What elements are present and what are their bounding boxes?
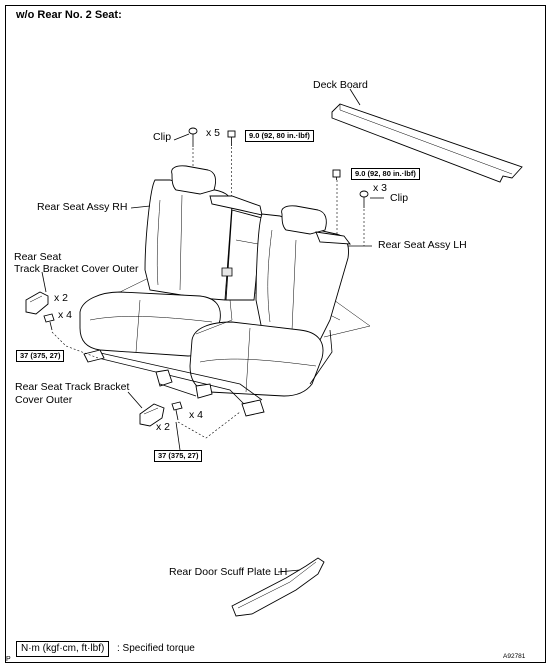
upper-track-cover-parts (25, 271, 99, 359)
seat-cushions-illustration (79, 291, 324, 397)
clip-label-top: Clip (153, 131, 172, 143)
torque-spec-bottom: 37 (375, 27) (154, 450, 203, 462)
rear-seat-lh-label: Rear Seat Assy LH (378, 239, 467, 251)
figure-title: w/o Rear No. 2 Seat: (16, 9, 122, 21)
label-leaders (130, 133, 384, 247)
clip-qty-right: x 3 (373, 182, 388, 194)
torque-spec-right: 9.0 (92, 80 in.·lbf) (351, 168, 420, 180)
figure-frame (5, 5, 546, 663)
track-cover-lower-label-line2: Cover Outer (15, 394, 73, 406)
torque-legend-text: : Specified torque (117, 643, 195, 654)
track-cover-upper-label-line1: Rear Seat (14, 251, 62, 263)
deck-board-illustration (331, 88, 523, 183)
scuff-plate-label: Rear Door Scuff Plate LH (169, 566, 288, 578)
track-cover-lower-label-line1: Rear Seat Track Bracket (15, 381, 130, 393)
seat-tracks-illustration (83, 329, 333, 417)
torque-legend-box: N·m (kgf·cm, ft·lbf) (16, 641, 110, 657)
lower-track-cover-parts (127, 391, 241, 451)
clip-qty-top: x 5 (206, 127, 221, 139)
track-cover-upper-label-line2: Track Bracket Cover Outer (14, 263, 139, 275)
page-mark: P (6, 656, 11, 663)
top-fasteners (188, 127, 369, 262)
rear-seat-rh-label: Rear Seat Assy RH (37, 201, 128, 213)
torque-spec-top: 9.0 (92, 80 in.·lbf) (245, 130, 314, 142)
bolt-qty-upper: x 4 (58, 309, 73, 321)
deck-board-label: Deck Board (313, 79, 368, 91)
bolt-qty-lower: x 4 (189, 409, 204, 421)
clip-label-right: Clip (390, 192, 409, 204)
rear-seat-lh-illustration (221, 205, 351, 341)
scuff-plate-illustration (231, 557, 325, 617)
cover-qty-upper: x 2 (54, 292, 69, 304)
rear-seat-rh-illustration (144, 165, 263, 301)
figure-code: A92781 (503, 653, 526, 660)
cover-qty-lower: x 2 (156, 421, 171, 433)
torque-spec-left: 37 (375, 27) (16, 350, 65, 362)
